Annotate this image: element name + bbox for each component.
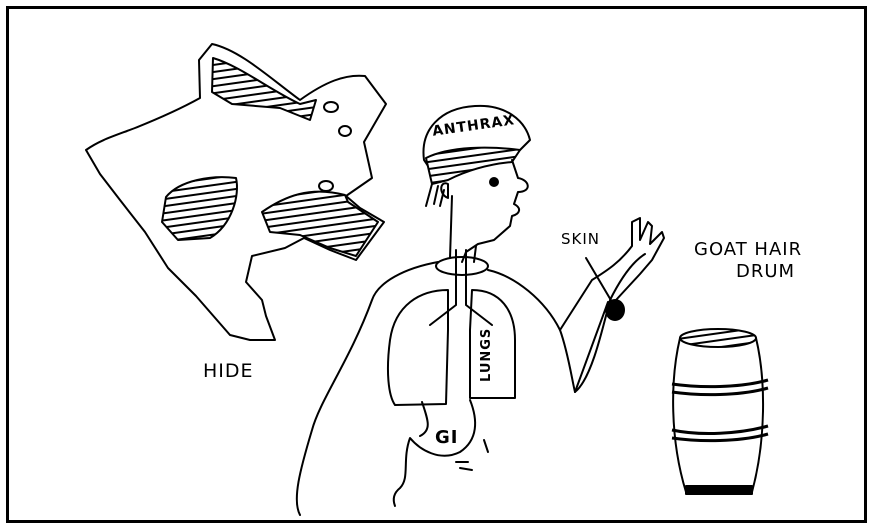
- face: [462, 160, 528, 262]
- drum-top: [680, 329, 756, 347]
- goat-hair-drum: [672, 329, 768, 494]
- drum-band-bottom: [672, 426, 768, 441]
- hide-hole-2: [339, 126, 351, 136]
- hide-label: HIDE: [203, 360, 254, 382]
- drum-body: [673, 338, 763, 492]
- hide-hole-1: [324, 102, 338, 112]
- drum-band-top: [672, 380, 768, 395]
- skin-lesion: [606, 300, 624, 320]
- stomach-marks: [456, 440, 488, 470]
- goat-hair-label: GOAT HAIR: [694, 239, 802, 260]
- neck: [450, 196, 476, 262]
- eye: [490, 178, 498, 186]
- hide-drawing: [86, 44, 386, 340]
- lung-left: [388, 290, 448, 405]
- man-drawing: [297, 106, 664, 515]
- skin-label: SKIN: [561, 230, 600, 248]
- stomach: [394, 400, 475, 506]
- drum-label: DRUM: [736, 261, 795, 282]
- stomach-top: [420, 402, 428, 436]
- lungs-label: LUNGS: [479, 328, 494, 382]
- hide-hole-3: [319, 181, 333, 191]
- drum-bottom: [686, 486, 752, 494]
- hide-dark-patch-top: [212, 58, 316, 120]
- hide-dark-patch-left: [162, 177, 237, 240]
- skin-pointer: [586, 258, 612, 302]
- gi-label: GI: [435, 427, 458, 448]
- cap-brim: [426, 148, 520, 184]
